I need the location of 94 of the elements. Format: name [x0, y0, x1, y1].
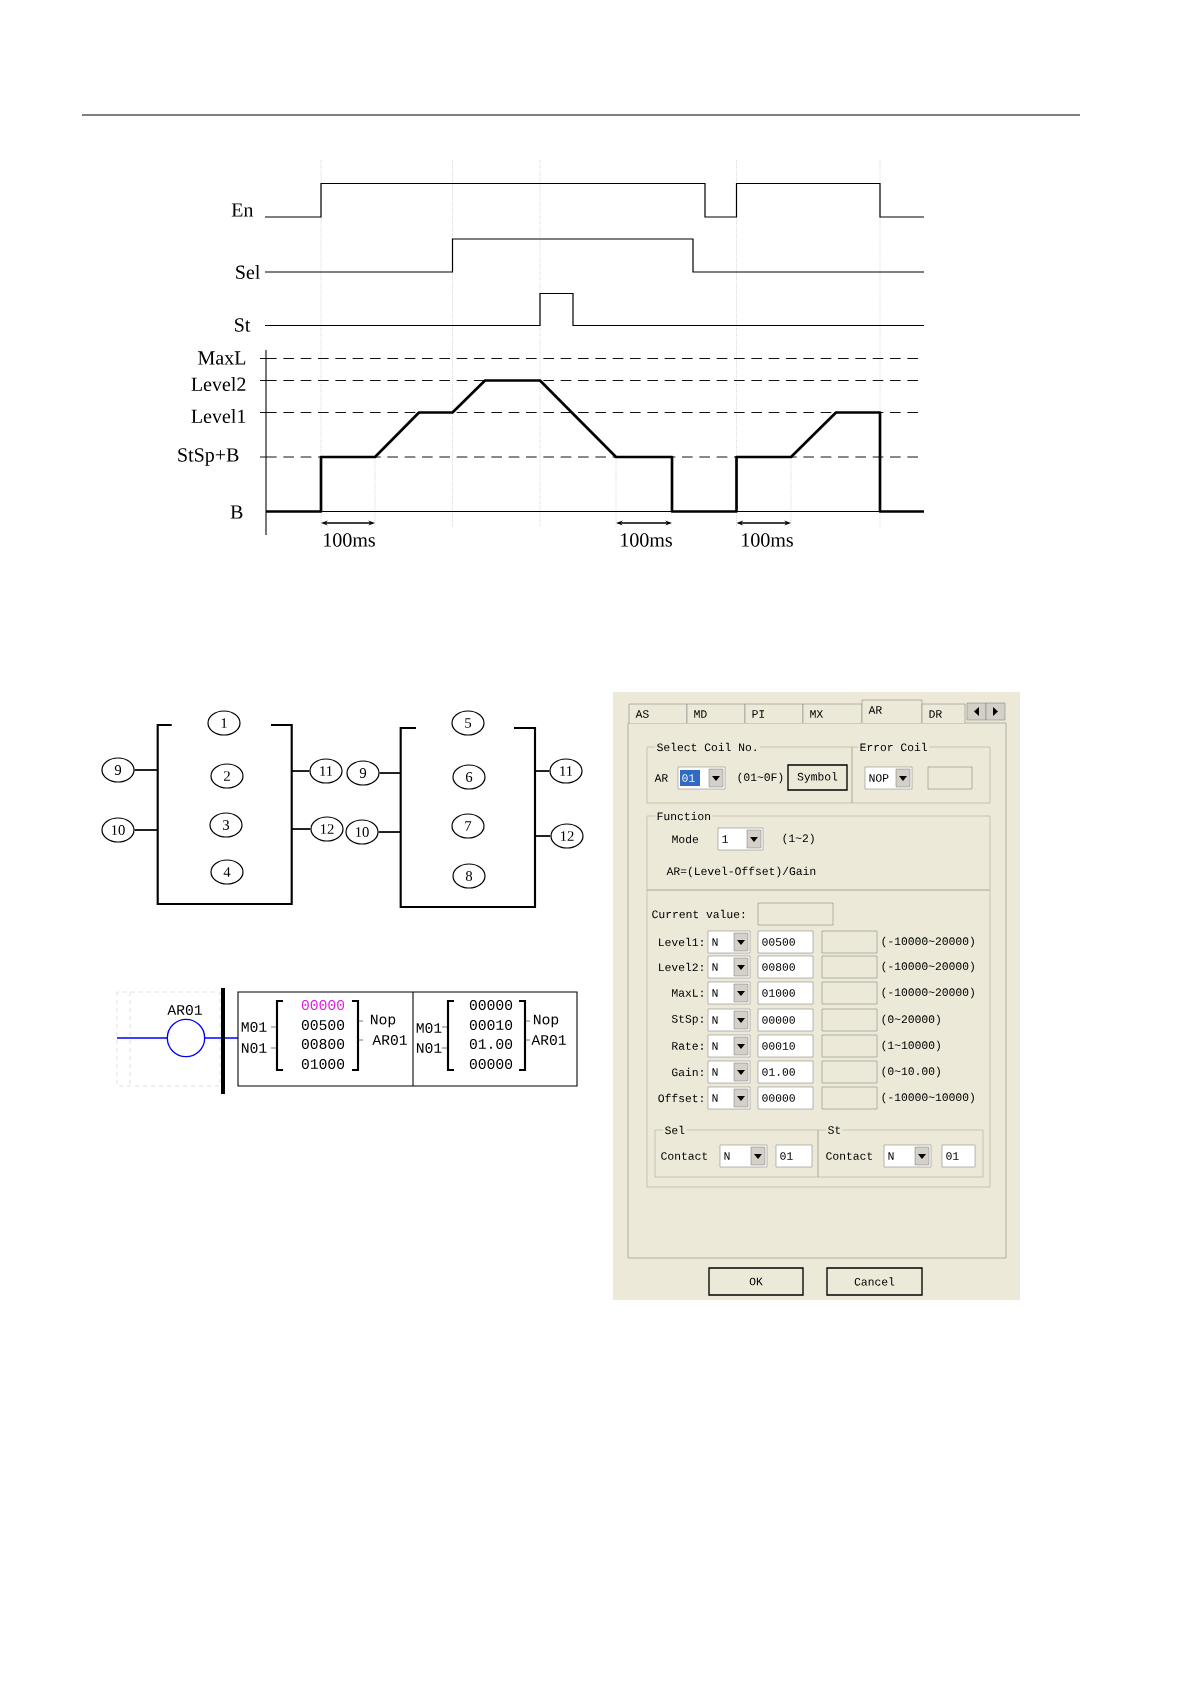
- tab: PI: [744, 703, 804, 724]
- field-label: Level1:: [659, 937, 703, 947]
- dropdown: N: [707, 1008, 751, 1032]
- field-label: Level2:: [659, 962, 703, 972]
- ladder-text: AR01: [531, 1035, 566, 1045]
- dialog-text: Contact: [661, 1152, 708, 1160]
- dialog-button: Symbol: [787, 764, 848, 791]
- ladder-text: M01: [241, 1022, 267, 1032]
- function-block: [399, 726, 537, 909]
- field-label: MaxL:: [672, 989, 703, 997]
- ladder-text: 00500: [301, 1020, 345, 1030]
- signal-label: MaxL: [198, 351, 246, 365]
- dialog-text: Mode: [672, 834, 699, 844]
- tab: DR: [921, 703, 966, 724]
- leader-line: [133, 829, 159, 831]
- tab: MD: [686, 703, 746, 724]
- dialog-text: (-10000~10000): [882, 1092, 974, 1104]
- dropdown: N: [707, 930, 751, 954]
- leader-line: [378, 772, 402, 774]
- ladder-text: 01.00: [469, 1039, 513, 1049]
- ladder-text: Nop: [533, 1014, 559, 1028]
- dialog-text: (01~0F): [738, 772, 783, 784]
- dialog-button: OK: [708, 1267, 804, 1296]
- ladder-text: Nop: [370, 1014, 396, 1028]
- dialog-text: (1~10000): [882, 1040, 940, 1052]
- group-title: Error Coil: [858, 741, 929, 753]
- dialog-text: (-10000~20000): [882, 987, 974, 999]
- dropdown: N: [707, 1034, 751, 1058]
- signal-label: B: [230, 505, 243, 519]
- dialog-button: Cancel: [826, 1267, 923, 1296]
- signal-label: En: [231, 203, 254, 217]
- tab: AR: [861, 699, 923, 724]
- field-label: Rate:: [672, 1042, 703, 1050]
- dropdown: N: [707, 1086, 751, 1110]
- signal-label: Level1: [191, 409, 246, 424]
- ladder-text: N01: [416, 1043, 442, 1053]
- field-label: Gain:: [672, 1067, 703, 1077]
- input-field: 01.00: [757, 1060, 814, 1084]
- dimension-label: 100ms: [621, 533, 672, 547]
- dialog-text: Current value:: [652, 909, 745, 919]
- dropdown: N: [707, 955, 751, 979]
- signal-label: Level2: [191, 377, 246, 392]
- group-title: St: [826, 1124, 843, 1136]
- ladder-text: M01: [416, 1023, 442, 1033]
- input-field: 01000: [757, 981, 814, 1005]
- dialog-text: Contact: [826, 1152, 873, 1160]
- ladder-text: AR01: [167, 1005, 202, 1015]
- field-label: Offset:: [658, 1093, 703, 1103]
- dropdown: NOP: [864, 766, 913, 790]
- leader-line: [534, 835, 552, 837]
- input-field: 00010: [757, 1034, 814, 1058]
- ladder-text: 00800: [301, 1039, 345, 1049]
- ladder-text: 00010: [469, 1020, 513, 1030]
- ladder-text: 00000: [469, 1059, 513, 1069]
- ladder-text: N01: [241, 1043, 267, 1053]
- input-field: 01: [775, 1144, 813, 1168]
- dimension-label: 100ms: [742, 533, 793, 547]
- dialog-text: (-10000~20000): [882, 961, 974, 973]
- input-field: 00500: [757, 930, 814, 954]
- dropdown: N: [719, 1144, 768, 1168]
- dropdown: 01: [677, 766, 726, 790]
- dialog-text: AR=(Level-Offset)/Gain: [666, 866, 816, 878]
- tab: AS: [628, 703, 688, 724]
- leader-line: [291, 770, 311, 772]
- dropdown: N: [883, 1144, 932, 1168]
- ladder-text: AR01: [372, 1035, 407, 1045]
- dropdown: N: [707, 1060, 751, 1084]
- dropdown: 1: [717, 827, 764, 851]
- leader-line: [133, 769, 159, 771]
- dialog-text: AR: [654, 774, 668, 782]
- input-field: 00800: [757, 955, 814, 979]
- signal-label: StSp+B: [178, 448, 239, 466]
- ladder-text: 00000: [301, 1000, 345, 1010]
- dialog-text: (0~10.00): [882, 1066, 940, 1078]
- group-title: Function: [655, 810, 713, 822]
- input-field: 01: [941, 1144, 976, 1168]
- group-title: Sel: [663, 1124, 687, 1136]
- ladder-text: 01000: [301, 1059, 345, 1069]
- input-field: 00000: [757, 1086, 814, 1110]
- dimension-label: 100ms: [324, 533, 375, 547]
- signal-label: St: [235, 318, 251, 332]
- input-field: 00000: [757, 1008, 814, 1032]
- leader-line: [534, 770, 551, 772]
- leader-line: [291, 828, 312, 830]
- signal-label: Sel: [236, 265, 260, 280]
- ladder-text: 00000: [469, 1000, 513, 1010]
- group-title: Select Coil No.: [655, 741, 760, 753]
- tab: MX: [802, 703, 863, 724]
- dialog-text: (1~2): [783, 833, 814, 845]
- dialog-text: (0~20000): [882, 1014, 940, 1026]
- leader-line: [377, 831, 402, 833]
- dialog-text: (-10000~20000): [882, 936, 974, 948]
- field-label: StSp:: [671, 1015, 703, 1025]
- dropdown: N: [707, 981, 751, 1005]
